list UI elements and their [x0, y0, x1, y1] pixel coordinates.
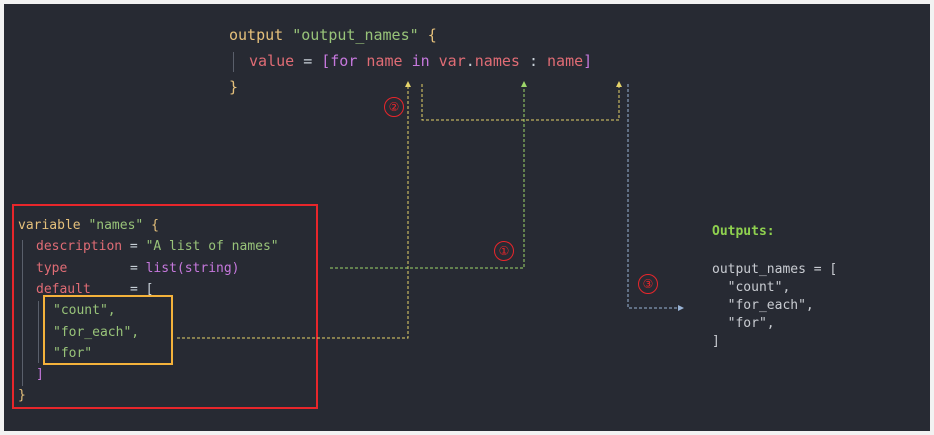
type-key: type [36, 261, 68, 276]
var-attr: names [474, 52, 520, 70]
default-key: default [36, 282, 91, 297]
diagram-canvas: output "output_names" { value = [for nam… [4, 4, 930, 431]
list-close: ] [36, 367, 44, 382]
description-eq: = [129, 239, 138, 254]
colon: : [528, 52, 538, 70]
items-indent-guide [38, 301, 39, 363]
default-line: default = [ [36, 280, 153, 300]
description-value: "A list of names" [145, 239, 279, 254]
value-close-bracket: ] [583, 52, 593, 70]
marker-one: ① [494, 241, 514, 261]
outputs-line: output_names = [ [712, 262, 838, 277]
marker-three: ③ [638, 274, 658, 294]
output-keyword: output [229, 26, 284, 44]
items-highlight-box [43, 295, 173, 365]
list-item: "count", [53, 303, 116, 318]
type-value: list(string) [145, 261, 240, 276]
var-ref: var [438, 52, 466, 70]
variable-highlight-box [12, 204, 318, 409]
output-line-1: output "output_names" { [229, 22, 437, 48]
value-key: value [249, 52, 295, 70]
iter-name: name [366, 52, 403, 70]
output-open-brace: { [427, 26, 437, 44]
marker-two: ② [384, 97, 404, 117]
output-line-3: } [229, 74, 238, 100]
arrow-overlay [177, 81, 684, 339]
variable-open-brace: { [151, 218, 159, 233]
output-name: "output_names" [292, 26, 419, 44]
for-keyword: for [330, 52, 358, 70]
result-name: name [547, 52, 584, 70]
output-line-2: value = [for name in var.names : name] [249, 48, 592, 74]
outputs-title: Outputs: [712, 224, 775, 239]
var-dot: . [465, 52, 475, 70]
variable-name: "names" [88, 218, 144, 233]
description-line: description = "A list of names" [36, 237, 279, 257]
variable-line-1: variable "names" { [18, 216, 159, 236]
arrow-items-to-for [177, 81, 411, 339]
variable-close-line: } [18, 386, 26, 406]
output-close-brace: } [229, 78, 239, 96]
arrow-type-to-varnames [330, 81, 527, 269]
outputs-line: ] [712, 334, 720, 349]
default-eq: = [ [129, 282, 154, 297]
arrow-result-to-outputs [627, 84, 684, 311]
variable-indent-guide [22, 240, 23, 386]
variable-close-brace: } [18, 388, 26, 403]
list-item: "for_each", [53, 325, 140, 340]
list-item: "for" [53, 346, 93, 361]
output-indent-guide [233, 52, 234, 72]
outputs-line: "for_each", [712, 298, 814, 313]
type-line: type = list(string) [36, 259, 240, 279]
value-open-bracket: [ [321, 52, 331, 70]
value-eq: = [303, 52, 313, 70]
arrow-name-to-name [421, 81, 622, 121]
list-close-line: ] [36, 365, 44, 385]
description-key: description [36, 239, 123, 254]
in-keyword: in [411, 52, 430, 70]
type-eq: = [129, 261, 138, 276]
variable-keyword: variable [18, 218, 81, 233]
outputs-line: "for", [712, 316, 775, 331]
outputs-line: "count", [712, 280, 791, 295]
